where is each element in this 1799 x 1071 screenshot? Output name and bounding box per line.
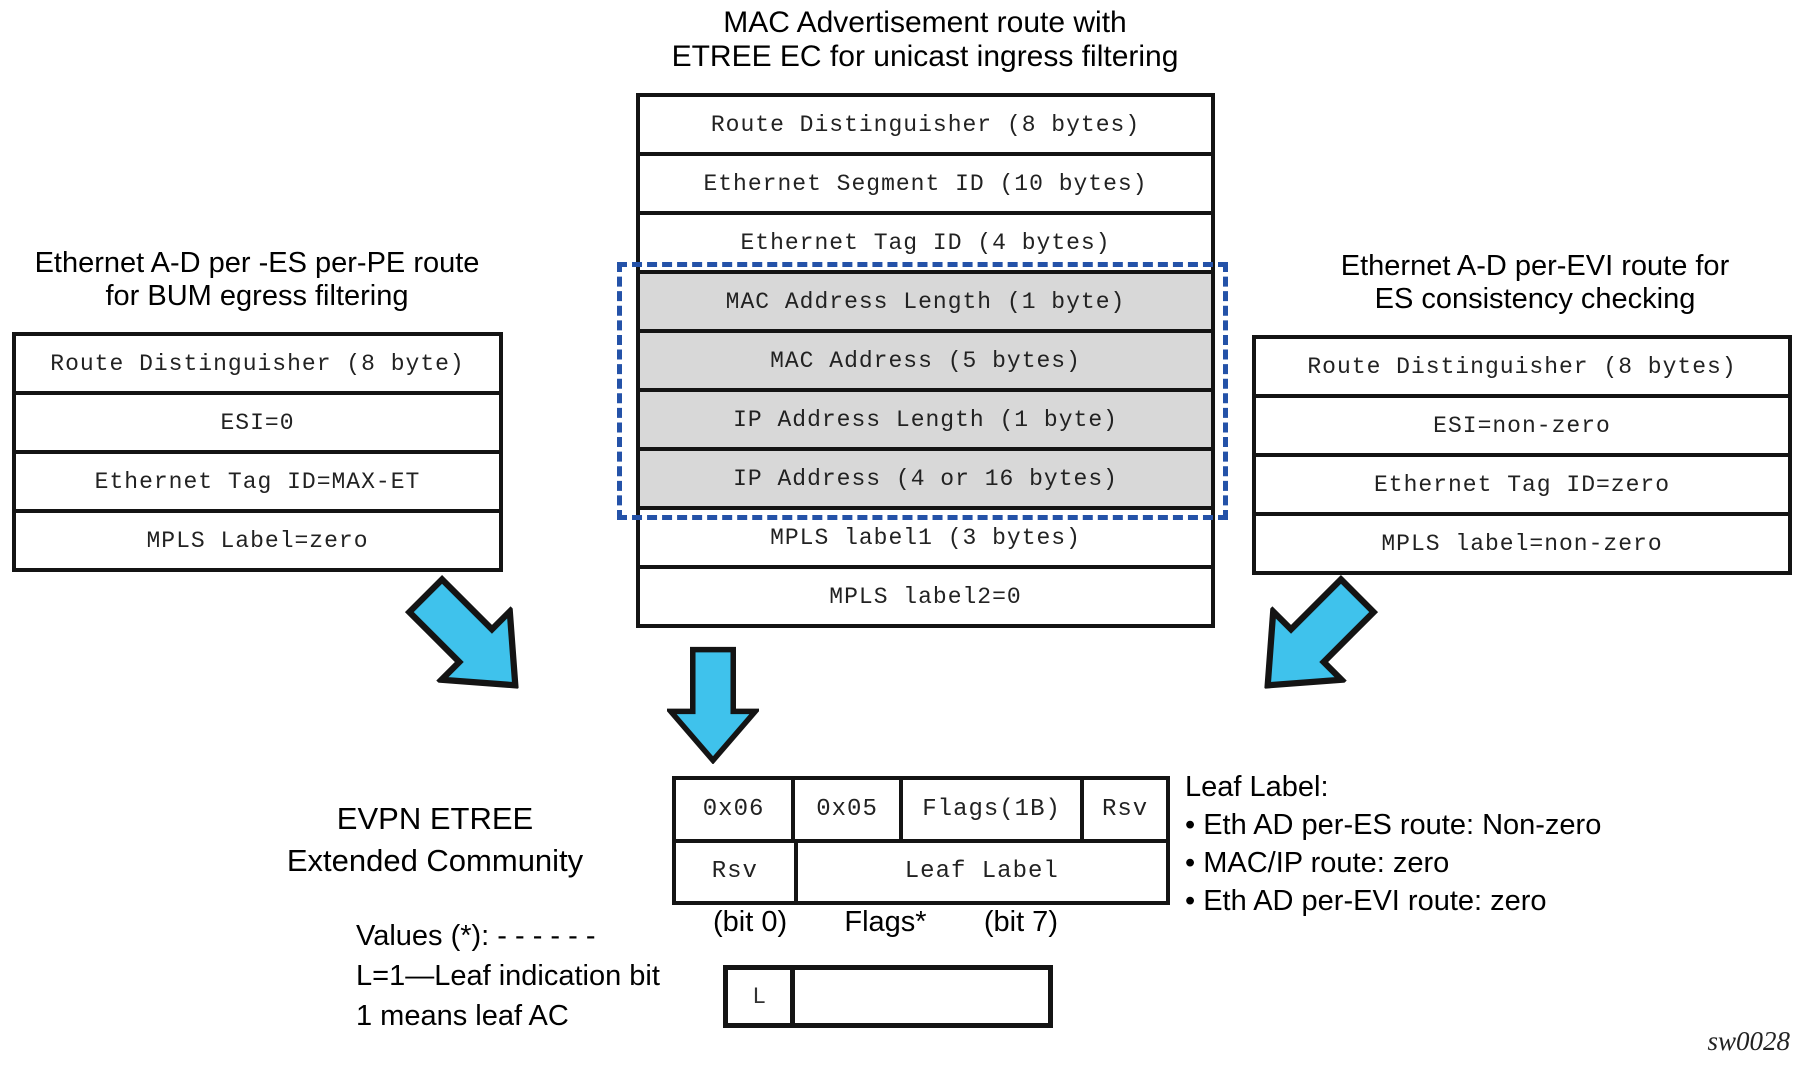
table-row: Ethernet Segment ID (10 bytes)	[640, 152, 1211, 211]
evpn-etree-ec-label: EVPN ETREE Extended Community	[240, 798, 630, 882]
eth-ad-per-evi-heading-line2: ES consistency checking	[1374, 283, 1696, 315]
bit7-label: (bit 7)	[983, 906, 1058, 938]
etree-extended-community-table: 0x06 0x05 Flags(1B) Rsv Rsv Leaf Label	[672, 776, 1170, 905]
table-row: Route Distinguisher (8 bytes)	[640, 97, 1211, 152]
table-row: Ethernet Tag ID (4 bytes)	[640, 211, 1211, 270]
values-note: Values (*): - - - - - - L=1—Leaf indicat…	[356, 916, 716, 1036]
evpn-etree-ec-label-line2: Extended Community	[286, 843, 584, 878]
eth-ad-per-es-heading-line2: for BUM egress filtering	[105, 280, 409, 312]
bit0-label: (bit 0)	[713, 906, 788, 938]
ec-row: 0x06 0x05 Flags(1B) Rsv	[676, 780, 1166, 839]
arrow-down-left-icon	[1264, 574, 1379, 689]
leaf-label-note-item: • Eth AD per-ES route: Non-zero	[1185, 809, 1602, 841]
diagram-title-line2: ETREE EC for unicast ingress filtering	[671, 40, 1179, 73]
table-row-highlighted: IP Address Length (1 byte)	[640, 388, 1211, 447]
evpn-etree-ec-label-line1: EVPN ETREE	[336, 801, 534, 836]
eth-ad-per-es-heading: Ethernet A-D per -ES per-PE route for BU…	[7, 247, 507, 313]
table-row: MPLS label=non-zero	[1256, 512, 1788, 571]
leaf-label-notes-heading: Leaf Label:	[1185, 771, 1329, 803]
figure-id: sw0028	[1707, 1026, 1790, 1056]
eth-ad-per-es-table: Route Distinguisher (8 byte) ESI=0 Ether…	[12, 332, 503, 572]
flags-remaining-bits-cell	[795, 970, 1048, 1023]
leaf-bit-cell: L	[728, 970, 796, 1023]
leaf-label-note-item: • Eth AD per-EVI route: zero	[1185, 885, 1547, 917]
eth-ad-per-evi-heading: Ethernet A-D per-EVI route for ES consis…	[1280, 250, 1790, 316]
ec-cell-flags: Flags(1B)	[898, 780, 1080, 839]
values-note-line2: L=1—Leaf indication bit	[356, 960, 660, 992]
eth-ad-per-evi-heading-line1: Ethernet A-D per-EVI route for	[1340, 250, 1730, 282]
eth-ad-per-es-heading-line1: Ethernet A-D per -ES per-PE route	[34, 247, 480, 279]
table-row: MPLS label2=0	[640, 565, 1211, 624]
table-row-highlighted: MAC Address Length (1 byte)	[640, 270, 1211, 329]
table-row: ESI=non-zero	[1256, 394, 1788, 453]
flags-label: Flags*	[844, 906, 927, 938]
leaf-label-notes: Leaf Label: • Eth AD per-ES route: Non-z…	[1185, 768, 1665, 920]
mac-ip-fields-highlight-outline	[617, 262, 1228, 520]
flags-bit-diagram: L	[723, 965, 1053, 1028]
diagram-title: MAC Advertisement route with ETREE EC fo…	[625, 6, 1225, 74]
table-row-highlighted: IP Address (4 or 16 bytes)	[640, 447, 1211, 506]
ec-row: Rsv Leaf Label	[676, 838, 1166, 901]
mac-advertisement-table: Route Distinguisher (8 bytes) Ethernet S…	[636, 93, 1215, 628]
table-row: Route Distinguisher (8 byte)	[16, 336, 499, 391]
eth-ad-per-evi-table: Route Distinguisher (8 bytes) ESI=non-ze…	[1252, 335, 1792, 575]
table-row: MPLS Label=zero	[16, 509, 499, 568]
table-row: Ethernet Tag ID=zero	[1256, 453, 1788, 512]
arrow-down-icon	[667, 646, 759, 764]
ec-cell-leaf-label: Leaf Label	[793, 842, 1166, 901]
table-row-highlighted: MAC Address (5 bytes)	[640, 329, 1211, 388]
values-note-line3: 1 means leaf AC	[356, 1000, 569, 1032]
table-row: ESI=0	[16, 391, 499, 450]
ec-cell-reserved: Rsv	[711, 858, 758, 886]
table-row: Ethernet Tag ID=MAX-ET	[16, 450, 499, 509]
arrow-down-right-icon	[404, 574, 519, 689]
leaf-label-note-item: • MAC/IP route: zero	[1185, 847, 1450, 879]
values-note-line1: Values (*): - - - - - -	[356, 920, 596, 952]
diagram-title-line1: MAC Advertisement route with	[723, 6, 1127, 39]
ec-cell-type: 0x06	[702, 795, 765, 823]
ec-cell-subtype: 0x05	[791, 780, 899, 839]
table-row: Route Distinguisher (8 bytes)	[1256, 339, 1788, 394]
ec-cell-reserved: Rsv	[1080, 780, 1166, 839]
flags-bit-labels: (bit 0) Flags* (bit 7)	[713, 906, 1058, 939]
